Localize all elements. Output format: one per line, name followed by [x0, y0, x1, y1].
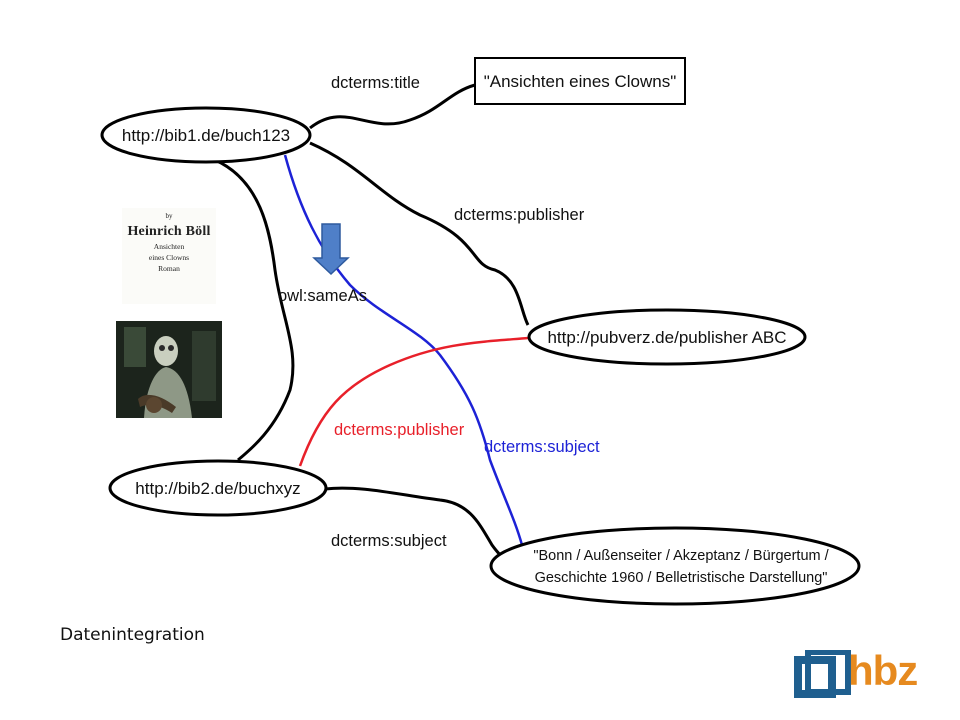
book-cover-title-line2: eines Clowns — [148, 253, 190, 262]
node-bib1-label: http://bib1.de/buch123 — [122, 126, 290, 145]
book-cover-image: by Heinrich Böll Ansichten eines Clowns … — [122, 208, 216, 304]
node-publisher-label: http://pubverz.de/publisher ABC — [547, 328, 786, 347]
node-bib2-label: http://bib2.de/buchxyz — [135, 479, 300, 498]
edge-publisher-2-label: dcterms:publisher — [334, 421, 465, 439]
node-bib2: http://bib2.de/buchxyz — [108, 459, 328, 517]
book-cover-author: Heinrich Böll — [127, 224, 211, 239]
edge-same-as — [214, 158, 295, 462]
hbz-logo-icon — [794, 650, 851, 698]
edge-same-as-label: owl:sameAs — [278, 287, 367, 305]
edge-publisher-2 — [298, 336, 529, 467]
edge-subject-2 — [324, 486, 511, 564]
node-subject-literal: "Bonn / Außenseiter / Akzeptanz / Bürger… — [489, 526, 861, 606]
edge-subject-2-label: dcterms:subject — [331, 532, 447, 550]
author-photo-image — [116, 321, 222, 418]
node-publisher: http://pubverz.de/publisher ABC — [527, 308, 807, 366]
down-arrow-icon — [312, 223, 350, 276]
edge-title-label: dcterms:title — [331, 74, 420, 92]
node-bib1: http://bib1.de/buch123 — [100, 106, 312, 164]
book-cover-title-line1: Ansichten — [153, 242, 185, 251]
node-title-literal: "Ansichten eines Clowns" — [474, 57, 686, 105]
node-subject-literal-line1: "Bonn / Außenseiter / Akzeptanz / Bürger… — [533, 548, 829, 564]
edge-publisher-1-label: dcterms:publisher — [454, 206, 585, 224]
hbz-logo-text: hbz — [848, 647, 918, 694]
node-subject-literal-line2: Geschichte 1960 / Belletristische Darste… — [535, 570, 828, 586]
node-title-literal-label: "Ansichten eines Clowns" — [484, 72, 677, 91]
edge-title — [309, 83, 476, 130]
edge-subject-1-label: dcterms:subject — [484, 438, 600, 456]
book-cover-title-line3: Roman — [158, 264, 180, 273]
edge-subject-1 — [283, 154, 524, 546]
edge-publisher-1 — [309, 141, 530, 326]
slide-footer-label: Datenintegration — [60, 625, 205, 645]
book-cover-by: by — [165, 212, 173, 220]
